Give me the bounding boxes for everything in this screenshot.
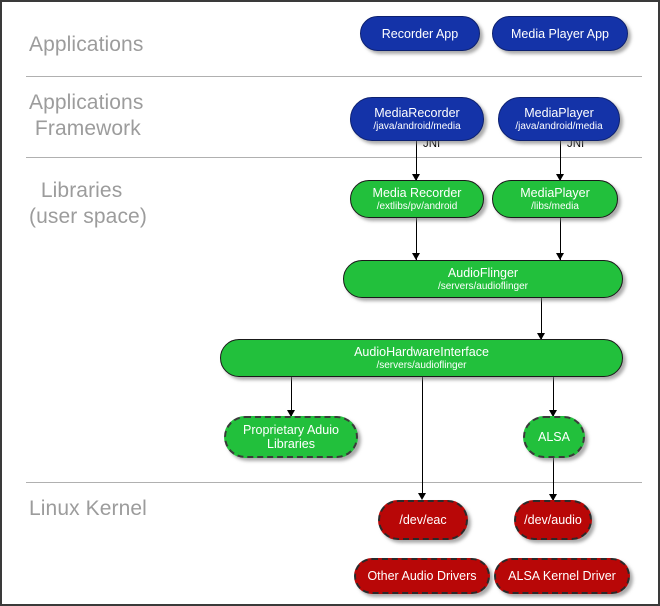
divider-linux-kernel xyxy=(26,482,642,483)
node-other-audio-drivers-label: Other Audio Drivers xyxy=(367,569,477,583)
node-mediaplayer-framework-label: MediaPlayer xyxy=(524,105,594,120)
arrowhead-ahi-to-alsa xyxy=(549,410,557,417)
node-mediaplayer-framework[interactable]: MediaPlayer /java/android/media xyxy=(498,97,620,141)
divider-applications xyxy=(26,76,642,77)
connector-mediarecorder-to-lib xyxy=(416,141,418,181)
node-alsa-kernel-driver[interactable]: ALSA Kernel Driver xyxy=(494,558,630,594)
node-alsa-kernel-driver-label: ALSA Kernel Driver xyxy=(508,569,616,583)
connector-audioflinger-to-audiohardwareinterface xyxy=(541,298,543,340)
connector-ahi-to-proprietary-libs xyxy=(291,376,293,416)
node-mediaplayer-lib[interactable]: MediaPlayer /libs/media xyxy=(492,180,618,218)
layer-label-applications-framework: Applications Framework xyxy=(29,91,144,140)
node-dev-audio-label: /dev/audio xyxy=(524,513,582,527)
edge-label-jni-recorder: JNI xyxy=(423,138,441,150)
node-recorder-app[interactable]: Recorder App xyxy=(360,16,480,51)
node-mediarecorder-framework-label: MediaRecorder xyxy=(374,105,460,120)
node-mediarecorder-framework[interactable]: MediaRecorder /java/android/media xyxy=(350,97,484,141)
node-mediarecorder-framework-path: /java/android/media xyxy=(373,120,461,132)
divider-framework xyxy=(26,157,642,158)
node-audiohardwareinterface-label: AudioHardwareInterface xyxy=(354,344,489,359)
node-media-recorder-lib[interactable]: Media Recorder /extlibs/pv/android xyxy=(350,180,484,218)
node-alsa-label: ALSA xyxy=(538,430,570,444)
node-dev-eac-label: /dev/eac xyxy=(399,513,447,527)
node-other-audio-drivers[interactable]: Other Audio Drivers xyxy=(354,558,490,594)
connector-ahi-to-alsa xyxy=(553,376,555,416)
connector-alsa-to-dev-audio xyxy=(553,458,555,500)
node-media-player-app[interactable]: Media Player App xyxy=(492,16,628,51)
connector-mediaplayer-to-lib xyxy=(560,141,562,181)
arrowhead-mediaplayer-to-lib xyxy=(556,174,564,181)
node-recorder-app-label: Recorder App xyxy=(381,26,459,41)
arrowhead-ahi-to-proprietary-libs xyxy=(287,410,295,417)
arrowhead-ahi-to-dev-eac xyxy=(418,493,426,500)
node-audioflinger-label: AudioFlinger xyxy=(447,265,519,280)
node-alsa[interactable]: ALSA xyxy=(523,416,585,458)
node-mediaplayer-framework-path: /java/android/media xyxy=(515,120,603,132)
node-audiohardwareinterface[interactable]: AudioHardwareInterface /servers/audiofli… xyxy=(220,339,623,377)
node-proprietary-audio-libraries[interactable]: Proprietary Aduio Libraries xyxy=(224,416,358,458)
arrowhead-mediaplayerlib-to-audioflinger xyxy=(556,253,564,260)
edge-label-jni-player: JNI xyxy=(567,138,585,150)
arrowhead-audioflinger-to-audiohardwareinterface xyxy=(537,333,545,340)
node-dev-eac[interactable]: /dev/eac xyxy=(378,500,468,540)
arrowhead-mediarecorder-to-lib xyxy=(412,174,420,181)
connector-mediaplayerlib-to-audioflinger xyxy=(560,217,562,262)
node-dev-audio[interactable]: /dev/audio xyxy=(514,500,592,540)
connector-ahi-to-dev-eac xyxy=(422,376,424,498)
arrowhead-mediarecorderlib-to-audioflinger xyxy=(412,253,420,260)
node-audioflinger-path: /servers/audioflinger xyxy=(437,280,529,292)
arrowhead-alsa-to-dev-audio xyxy=(549,494,557,501)
connector-mediarecorderlib-to-audioflinger xyxy=(416,217,418,262)
node-audioflinger[interactable]: AudioFlinger /servers/audioflinger xyxy=(343,260,623,298)
node-media-recorder-lib-path: /extlibs/pv/android xyxy=(376,200,458,212)
layer-label-linux-kernel: Linux Kernel xyxy=(29,497,147,520)
node-proprietary-audio-libraries-label: Proprietary Aduio Libraries xyxy=(243,423,339,451)
node-media-player-app-label: Media Player App xyxy=(511,26,609,41)
layer-label-applications: Applications xyxy=(29,33,144,56)
layer-label-libraries: Libraries (user space) xyxy=(29,179,147,228)
node-media-recorder-lib-label: Media Recorder xyxy=(372,185,462,200)
node-mediaplayer-lib-label: MediaPlayer xyxy=(520,185,590,200)
node-audiohardwareinterface-path: /servers/audioflinger xyxy=(376,359,467,371)
node-mediaplayer-lib-path: /libs/media xyxy=(531,200,579,212)
